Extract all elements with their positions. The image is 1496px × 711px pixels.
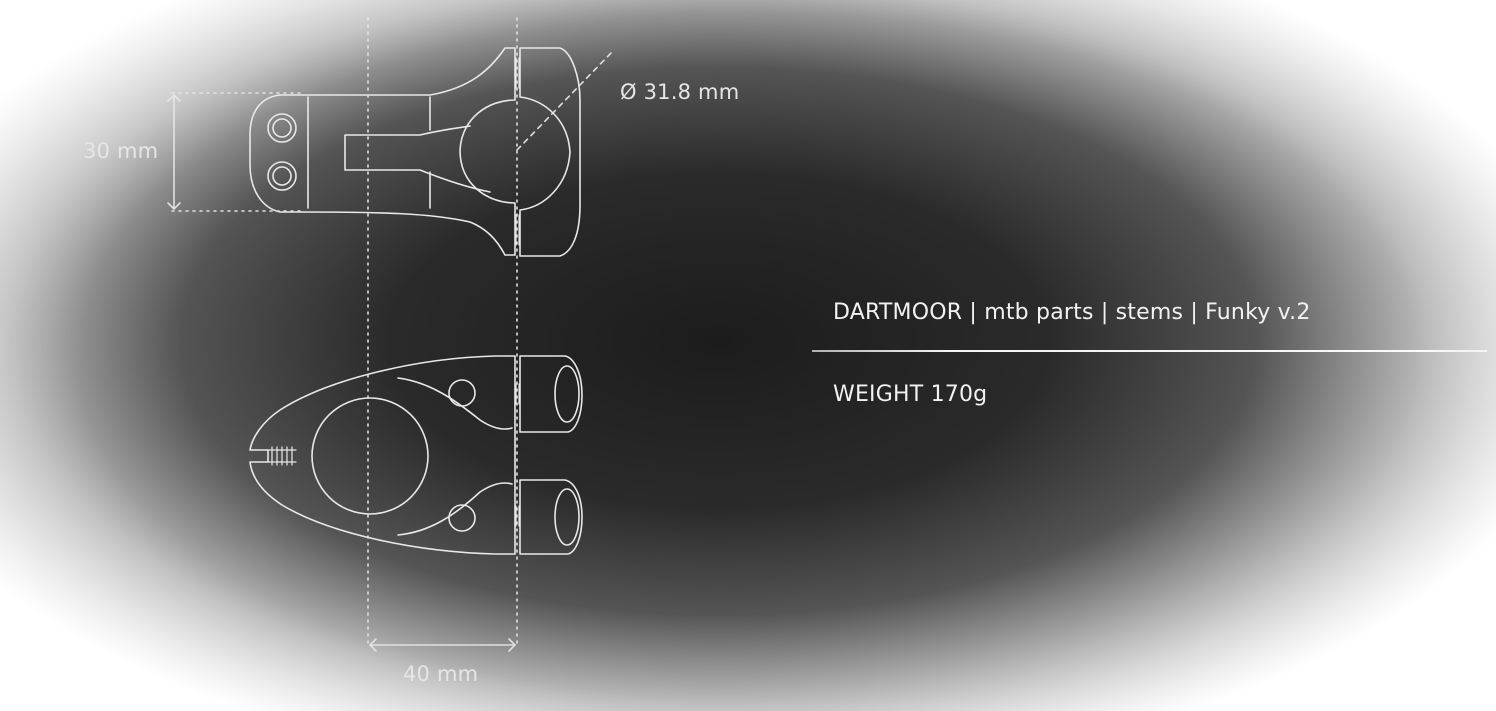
stem-inner-lines: [307, 96, 491, 209]
steerer-bore: [311, 397, 429, 515]
clamp-height-label: 30 mm: [83, 139, 159, 163]
relief-hole-lower: [448, 504, 476, 532]
faceplate-upper: [519, 355, 583, 433]
product-title: DARTMOOR | mtb parts | stems | Funky v.2: [833, 300, 1311, 325]
pinch-bolt: [267, 446, 297, 466]
divider-line: [812, 350, 1487, 352]
relief-hole-upper: [448, 379, 476, 407]
height-dimension-line: [167, 93, 181, 211]
product-weight: WEIGHT 170g: [833, 382, 988, 407]
diameter-leader: [516, 51, 613, 151]
stem-top-view: [249, 355, 583, 555]
length-dimension-line: [368, 638, 517, 652]
bar-diameter-label: Ø 31.8 mm: [620, 80, 740, 104]
stem-body-outline: [249, 355, 516, 555]
stem-length-label: 40 mm: [403, 662, 479, 686]
stem-side-view: [249, 47, 581, 257]
faceplate-outline: [519, 47, 581, 257]
steerer-clamp-outline: [249, 47, 516, 256]
